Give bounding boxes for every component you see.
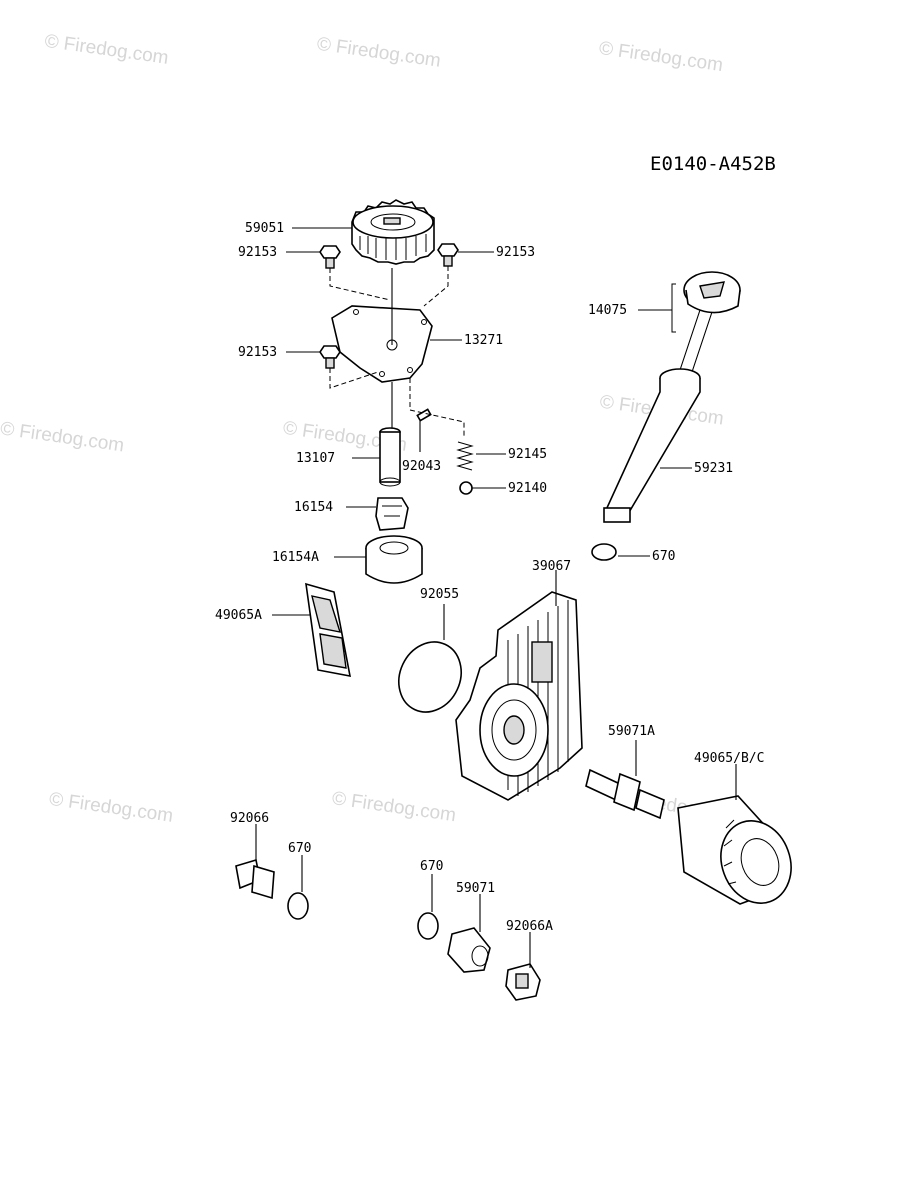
label-16154A: 16154A xyxy=(272,550,319,565)
plug-92066 xyxy=(235,858,275,900)
gear-59051 xyxy=(351,199,435,265)
label-49065A: 49065A xyxy=(215,608,262,623)
label-92140: 92140 xyxy=(508,481,547,496)
diagram-code: E0140-A452B xyxy=(650,153,776,175)
plate-13271 xyxy=(331,305,433,383)
label-49065BC: 49065/B/C xyxy=(694,751,764,766)
bolt-92153-right xyxy=(437,243,459,267)
fitting-59071 xyxy=(447,927,491,973)
label-13271: 13271 xyxy=(464,333,503,348)
fitting-59071A xyxy=(585,768,665,820)
filler-tube-59231 xyxy=(603,368,701,523)
oil-cap-14075 xyxy=(679,271,741,373)
spring-92145 xyxy=(456,441,474,471)
label-92066: 92066 xyxy=(230,811,269,826)
oil-filter-49065BC xyxy=(677,795,792,905)
ball-92140 xyxy=(459,481,473,495)
label-92043: 92043 xyxy=(402,459,441,474)
plug-92066A xyxy=(505,963,541,1001)
watermark-text: © Firedog.com xyxy=(0,418,125,456)
rotor-16154 xyxy=(375,497,409,531)
label-670-upper: 670 xyxy=(652,549,675,564)
label-92153-right: 92153 xyxy=(496,245,535,260)
outer-rotor-16154A xyxy=(365,535,423,584)
label-59071: 59071 xyxy=(456,881,495,896)
label-39067: 39067 xyxy=(532,559,571,574)
o-ring-670-left xyxy=(287,892,309,920)
label-13107: 13107 xyxy=(296,451,335,466)
watermark-text: © Firedog.com xyxy=(315,34,442,72)
housing-39067 xyxy=(455,591,583,801)
label-92055: 92055 xyxy=(420,587,459,602)
bolt-92153-left xyxy=(319,245,341,269)
watermark-text: © Firedog.com xyxy=(48,789,175,827)
label-59051: 59051 xyxy=(245,221,284,236)
label-670-left: 670 xyxy=(288,841,311,856)
watermark-layer: © Firedog.com © Firedog.com © Firedog.co… xyxy=(0,31,740,827)
watermark-text: © Firedog.com xyxy=(331,788,458,826)
label-92066A: 92066A xyxy=(506,919,553,934)
label-59071A: 59071A xyxy=(608,724,655,739)
label-670-center: 670 xyxy=(420,859,443,874)
pin-92043 xyxy=(416,408,432,422)
o-ring-670-upper xyxy=(591,543,617,561)
o-ring-670-center xyxy=(417,912,439,940)
label-92145: 92145 xyxy=(508,447,547,462)
label-92153-left: 92153 xyxy=(238,245,277,260)
watermark-text: © Firedog.com xyxy=(43,31,170,69)
label-92153-lower: 92153 xyxy=(238,345,277,360)
o-ring-92055 xyxy=(398,641,462,713)
label-14075: 14075 xyxy=(588,303,627,318)
label-16154: 16154 xyxy=(294,500,333,515)
bolt-92153-lower xyxy=(319,345,341,369)
shaft-13107 xyxy=(379,427,401,487)
screen-49065A xyxy=(305,582,352,678)
watermark-text: © Firedog.com xyxy=(598,38,725,76)
label-59231: 59231 xyxy=(694,461,733,476)
